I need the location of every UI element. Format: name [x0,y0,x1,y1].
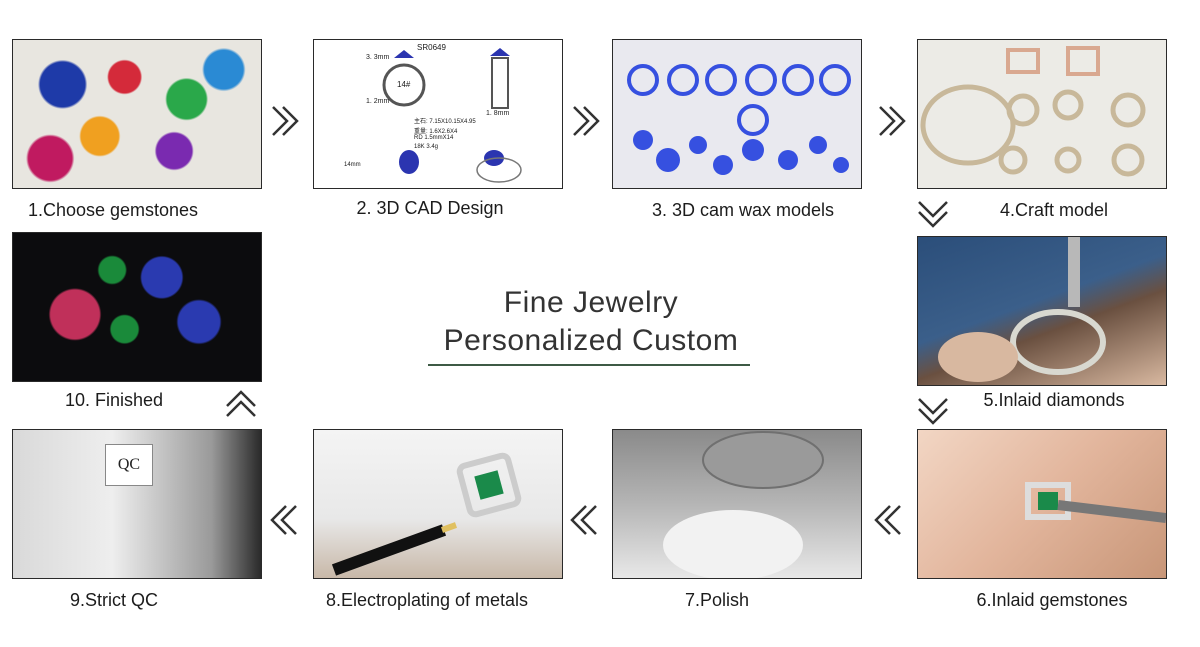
cad-design-photo: SR0649 3. 3mm 14# 1. 2mm 1. 8mm 主石: 7.15… [313,39,563,189]
cad-dim-1: 3. 3mm [366,54,390,61]
step-3-label: 3. 3D cam wax models [651,200,835,220]
cad-spec-3: RD 1.5mmX14 [414,135,454,141]
chevron-left-icon [266,502,302,538]
cad-dim-2: 1. 2mm [366,98,390,105]
step-9-label: 9.Strict QC [69,590,158,610]
step-8-label: 8.Electroplating of metals [325,590,529,610]
quality-check-photo: QC [12,429,262,579]
cad-dim-3: 1. 8mm [486,110,510,117]
cad-code: SR0649 [417,43,446,52]
chevron-right-icon [568,103,604,139]
gemstones-photo [12,39,262,189]
cad-spec-2: 重量: 1.6X2.6X4 [414,129,458,135]
cad-spec-1: 主石: 7.15X10.15X4.95 [414,119,476,125]
qc-sign: QC [105,444,153,486]
step-7-label: 7.Polish [684,590,750,610]
chevron-left-icon [870,502,906,538]
inlaid-gemstones-photo [917,429,1167,579]
step-10-label: 10. Finished [64,390,164,410]
title-line-2: Personalized Custom [443,324,739,357]
title-line-1: Fine Jewelry [503,286,679,319]
chevron-down-icon [915,196,951,232]
wax-models-photo [612,39,862,189]
step-1-label: 1.Choose gemstones [27,200,199,220]
title-block: Fine Jewelry Personalized Custom [428,286,754,358]
title-underline [428,364,750,366]
chevron-right-icon [874,103,910,139]
chevron-left-icon [566,502,602,538]
cad-dim-4: 14mm [344,162,361,168]
step-2-label: 2. 3D CAD Design [356,198,504,218]
step-6-label: 6.Inlaid gemstones [976,590,1128,610]
step-4-label: 4.Craft model [999,200,1109,220]
chevron-down-icon [915,393,951,429]
inlaid-diamonds-photo [917,236,1167,386]
chevron-up-icon [223,386,259,422]
finished-jewelry-photo [12,232,262,382]
cad-size: 14# [397,80,411,89]
chevron-right-icon [267,103,303,139]
craft-model-photo [917,39,1167,189]
cad-spec-4: 18K 3.4g [414,144,439,150]
ring-drawing [382,48,522,183]
electroplating-photo [313,429,563,579]
polish-photo [612,429,862,579]
step-5-label: 5.Inlaid diamonds [983,390,1125,410]
